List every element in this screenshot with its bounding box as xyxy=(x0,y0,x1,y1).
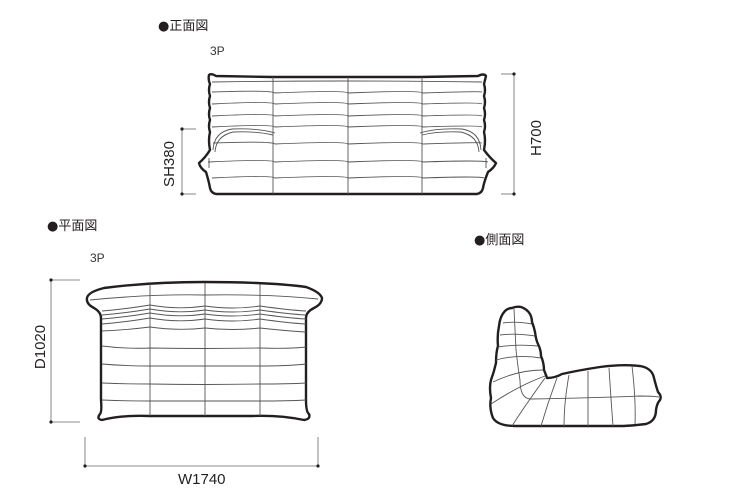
front-view-model-label: 3P xyxy=(210,44,225,58)
front-view-sofa xyxy=(197,73,498,196)
front-view-title: ●正面図 xyxy=(158,19,209,34)
width-dimension-line xyxy=(83,437,320,468)
plan-view-title: ●平面図 xyxy=(47,219,98,234)
plan-view-sofa xyxy=(85,280,324,422)
side-view-title: ●側面図 xyxy=(474,233,525,248)
side-view-sofa xyxy=(488,305,662,428)
seat-height-dimension-line xyxy=(180,127,196,196)
depth-dimension-line xyxy=(49,278,80,424)
height-dimension-line xyxy=(501,72,516,196)
plan-view-model-label: 3P xyxy=(90,251,105,265)
width-dimension-label: W1740 xyxy=(178,471,226,488)
